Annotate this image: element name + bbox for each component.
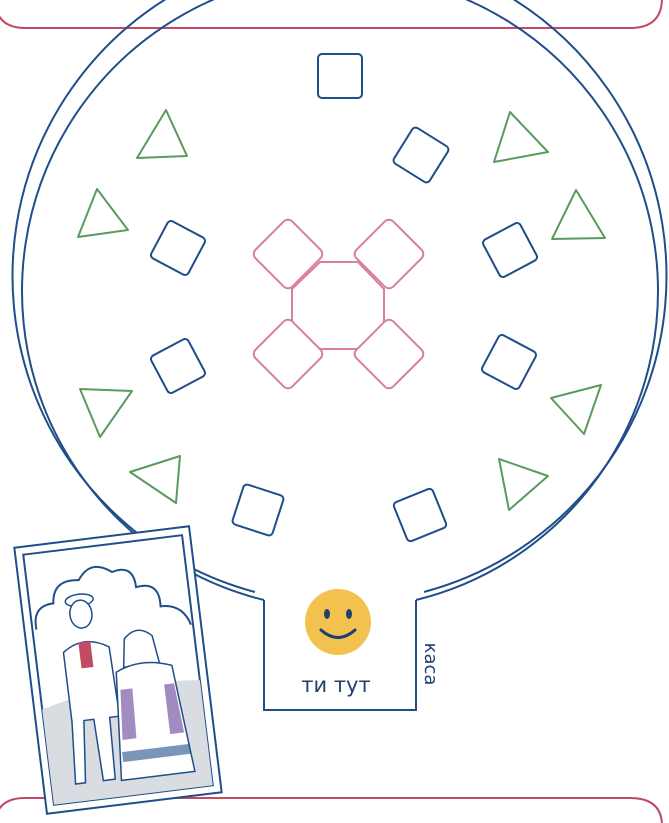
square-icon: [150, 338, 207, 395]
triangle-icon: [78, 189, 128, 237]
square-icon: [392, 126, 450, 184]
square-icon: [232, 484, 285, 537]
triangle-icon: [80, 389, 132, 437]
square-icon: [150, 220, 207, 277]
square-icon: [482, 222, 539, 279]
triangle-icon: [551, 385, 601, 434]
photo-icon: [14, 526, 221, 813]
square-icon: [481, 334, 538, 391]
square-icon: [393, 488, 448, 543]
square-icon: [318, 54, 362, 98]
smiley-icon: [305, 589, 371, 655]
top-panel: [0, 0, 662, 28]
triangle-icon: [130, 456, 180, 503]
triangle-icon: [137, 110, 187, 158]
triangle-icon: [552, 190, 605, 239]
cashier-label: каса: [420, 643, 441, 686]
center-installation: [251, 217, 426, 391]
you-are-here-label: ти тут: [301, 673, 370, 697]
triangle-icon: [499, 459, 548, 510]
triangle-icon: [494, 112, 548, 162]
